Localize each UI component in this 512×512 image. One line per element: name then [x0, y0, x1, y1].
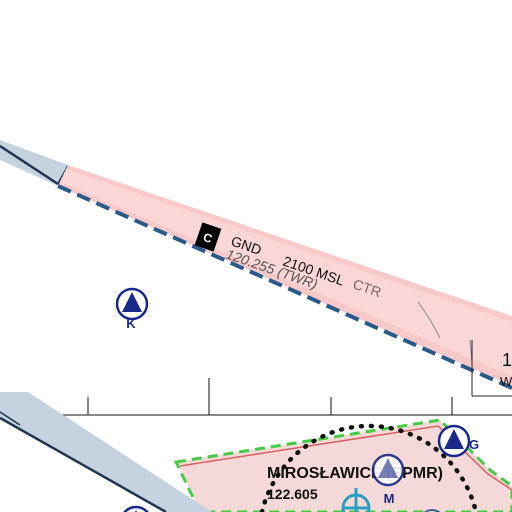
- reporting-point-k-letter: K: [126, 316, 136, 331]
- label-box-digit: 1: [502, 350, 512, 370]
- airport-frequency: 122.605: [267, 486, 318, 502]
- label-box-letter: W: [500, 374, 512, 389]
- reporting-point-k[interactable]: K: [115, 287, 149, 331]
- corridor-lower-edge-2: [0, 411, 21, 426]
- corridor-lower-edge: [0, 416, 167, 512]
- approach-corridor-upper: [0, 140, 68, 186]
- ctr-boundary-dashed: [57, 184, 512, 390]
- terrain-contour: [417, 301, 441, 339]
- reporting-point-partial[interactable]: [121, 505, 151, 512]
- triangle-icon: [122, 292, 142, 312]
- airport-name: MIROSŁAWICE (EPMR): [267, 465, 443, 482]
- dotted-zone-circle: [259, 423, 479, 512]
- corridor-upper-edge: [0, 144, 59, 186]
- triangle-icon: [378, 458, 398, 478]
- airport-icon[interactable]: [341, 488, 371, 512]
- ctr-extension-inner: [60, 169, 512, 376]
- airspace-label-box: [471, 340, 512, 397]
- airspace-class-badge: C: [194, 222, 222, 252]
- reporting-point-g[interactable]: G: [437, 424, 479, 458]
- reporting-point-m[interactable]: M: [371, 453, 405, 506]
- approach-corridor-lower: [0, 392, 212, 512]
- reporting-point-g-letter: G: [469, 437, 479, 452]
- reporting-point-m-letter: M: [384, 491, 395, 506]
- triangle-icon: [444, 429, 464, 449]
